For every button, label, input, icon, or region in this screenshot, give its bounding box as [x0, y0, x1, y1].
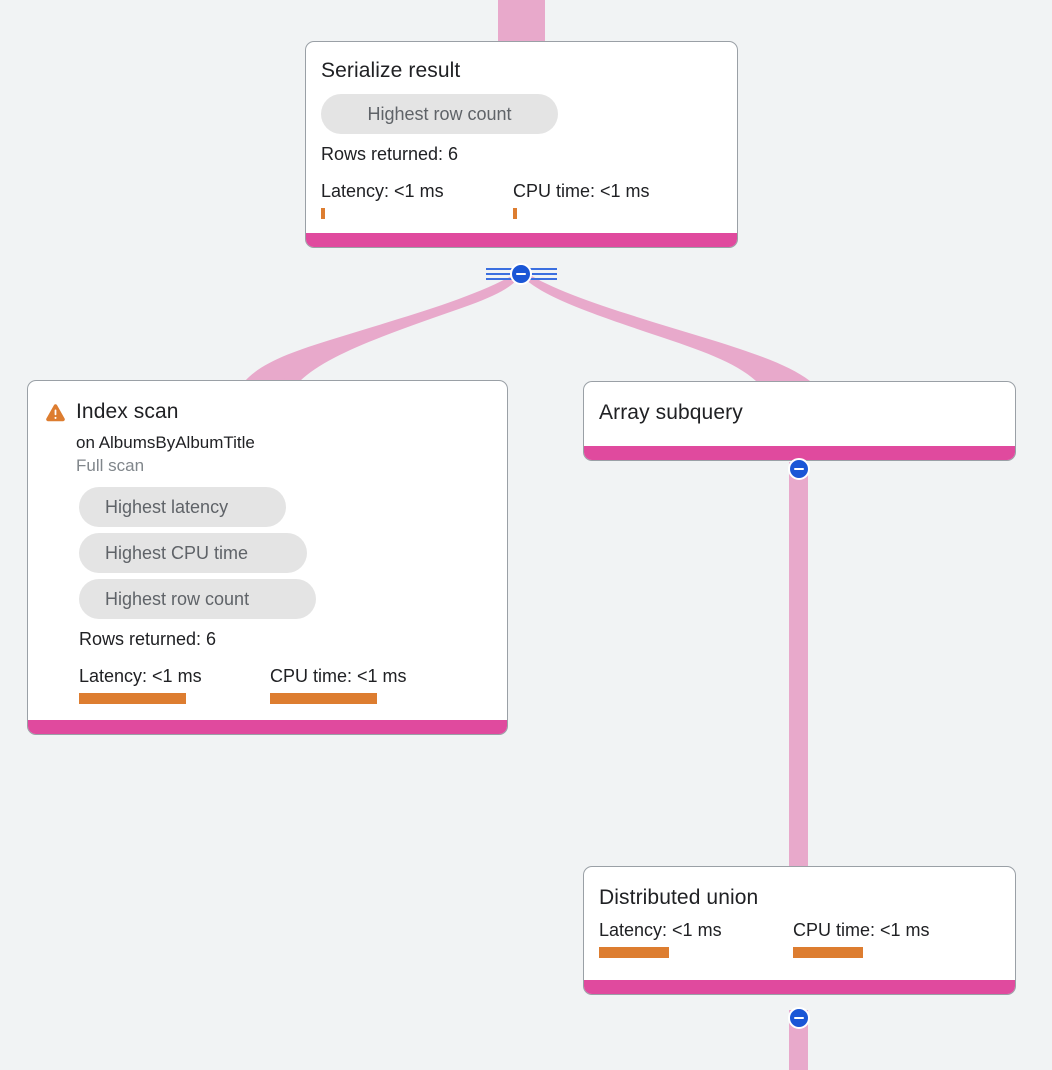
metric-latency-bar	[79, 693, 186, 704]
chip-highest-cpu-time: Highest CPU time	[79, 533, 307, 573]
metric-latency-label: Latency: <1 ms	[321, 181, 444, 201]
rows-returned-label: Rows returned: 6	[321, 144, 459, 164]
node-title: Index scan	[76, 400, 179, 423]
metric-cpu-time-bar	[270, 693, 377, 704]
rows-returned-label: Rows returned: 6	[79, 629, 217, 649]
node-title-row: Index scan on AlbumsByAlbumTitle Full sc…	[45, 399, 492, 477]
metric-latency-bar	[321, 208, 325, 219]
node-metrics: Latency: <1 ms CPU time: <1 ms	[321, 180, 722, 219]
edge-into-serialize-result	[498, 0, 545, 42]
node-card[interactable]: Distributed union Latency: <1 ms CPU tim…	[583, 866, 1016, 995]
node-metrics: Latency: <1 ms CPU time: <1 ms	[79, 665, 492, 704]
node-body: Index scan on AlbumsByAlbumTitle Full sc…	[28, 381, 507, 720]
metric-cpu-time-label: CPU time: <1 ms	[793, 920, 930, 940]
node-title-row: Serialize result	[321, 58, 722, 84]
edge-array-subquery-to-distributed-union	[789, 462, 808, 872]
node-footer-bar	[584, 446, 1015, 460]
minus-icon	[794, 1016, 804, 1020]
metric-cpu-time: CPU time: <1 ms	[513, 180, 650, 219]
warning-icon	[46, 404, 65, 422]
metric-cpu-time: CPU time: <1 ms	[270, 665, 407, 704]
node-card[interactable]: Serialize result Highest row count Rows …	[305, 41, 738, 248]
node-footer-bar	[584, 980, 1015, 994]
node-title-row: Distributed union	[599, 885, 1000, 911]
chip-list: Highest latency Highest CPU time Highest…	[79, 487, 492, 619]
node-title: Array subquery	[599, 401, 743, 424]
metric-latency-label: Latency: <1 ms	[79, 666, 202, 686]
node-title: Serialize result	[321, 59, 461, 82]
chip-highest-row-count: Highest row count	[79, 579, 316, 619]
metric-cpu-time-bar	[793, 947, 863, 958]
node-subnote: Full scan	[76, 456, 145, 475]
node-metrics: Latency: <1 ms CPU time: <1 ms	[599, 919, 1000, 958]
chip-highest-latency: Highest latency	[79, 487, 286, 527]
chip-highest-row-count: Highest row count	[321, 94, 558, 134]
metric-cpu-time-label: CPU time: <1 ms	[513, 181, 650, 201]
metric-latency-bar	[599, 947, 669, 958]
metric-latency-label: Latency: <1 ms	[599, 920, 722, 940]
metric-cpu-time-bar	[513, 208, 517, 219]
node-footer-bar	[28, 720, 507, 734]
node-index-scan[interactable]: Index scan on AlbumsByAlbumTitle Full sc…	[27, 380, 508, 735]
minus-icon	[794, 467, 804, 471]
edge-serialize-to-index-scan	[245, 272, 521, 381]
toggle-distributed-union[interactable]	[788, 1007, 810, 1029]
node-array-subquery[interactable]: Array subquery	[583, 381, 1016, 461]
toggle-serialize-result[interactable]	[510, 263, 532, 285]
metric-cpu-time: CPU time: <1 ms	[793, 919, 930, 958]
metric-latency: Latency: <1 ms	[599, 919, 793, 958]
node-body: Serialize result Highest row count Rows …	[306, 42, 737, 233]
metric-latency: Latency: <1 ms	[79, 665, 270, 704]
node-title-row: Array subquery	[599, 400, 1000, 426]
node-serialize-result[interactable]: Serialize result Highest row count Rows …	[305, 41, 738, 248]
node-body: Distributed union Latency: <1 ms CPU tim…	[584, 867, 1015, 980]
minus-icon	[516, 272, 526, 276]
metric-latency: Latency: <1 ms	[321, 180, 513, 219]
node-footer-bar	[306, 233, 737, 247]
node-subtitle: on AlbumsByAlbumTitle	[76, 433, 255, 452]
chip-list: Highest row count	[321, 94, 722, 134]
node-card[interactable]: Index scan on AlbumsByAlbumTitle Full sc…	[27, 380, 508, 735]
node-card[interactable]: Array subquery	[583, 381, 1016, 461]
node-distributed-union[interactable]: Distributed union Latency: <1 ms CPU tim…	[583, 866, 1016, 995]
edge-serialize-to-array-subquery	[521, 273, 810, 381]
toggle-array-subquery[interactable]	[788, 458, 810, 480]
metric-cpu-time-label: CPU time: <1 ms	[270, 666, 407, 686]
node-title: Distributed union	[599, 886, 759, 909]
node-body: Array subquery	[584, 382, 1015, 446]
